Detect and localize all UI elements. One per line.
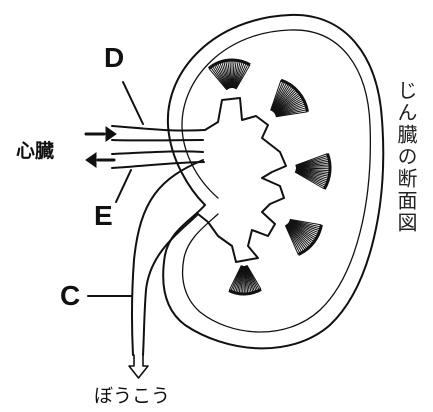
leader-D [123,82,143,124]
pyramid-3-band [324,154,330,189]
renal-vein [112,126,205,131]
label-bladder: ぼうこう [94,381,170,408]
bladder-arrow [129,355,148,378]
label-D: D [104,42,124,74]
pyramid-5-band [229,289,261,294]
label-C: C [60,280,80,312]
label-heart: 心臓 [16,136,54,163]
kidney-outer-contour [163,15,383,348]
vessel-lower [112,151,203,154]
leader-E [116,170,131,202]
medullary-pyramids [209,60,330,294]
label-E: E [94,200,113,232]
kidney-inner-cortex [182,30,370,332]
renal-pelvis [198,98,286,262]
arrow-to-kidney-head [106,127,116,141]
ureter-right-wall [143,214,198,355]
diagram-title: じん臓の断面図 [392,80,421,234]
arrow-to-heart-head [86,153,96,167]
